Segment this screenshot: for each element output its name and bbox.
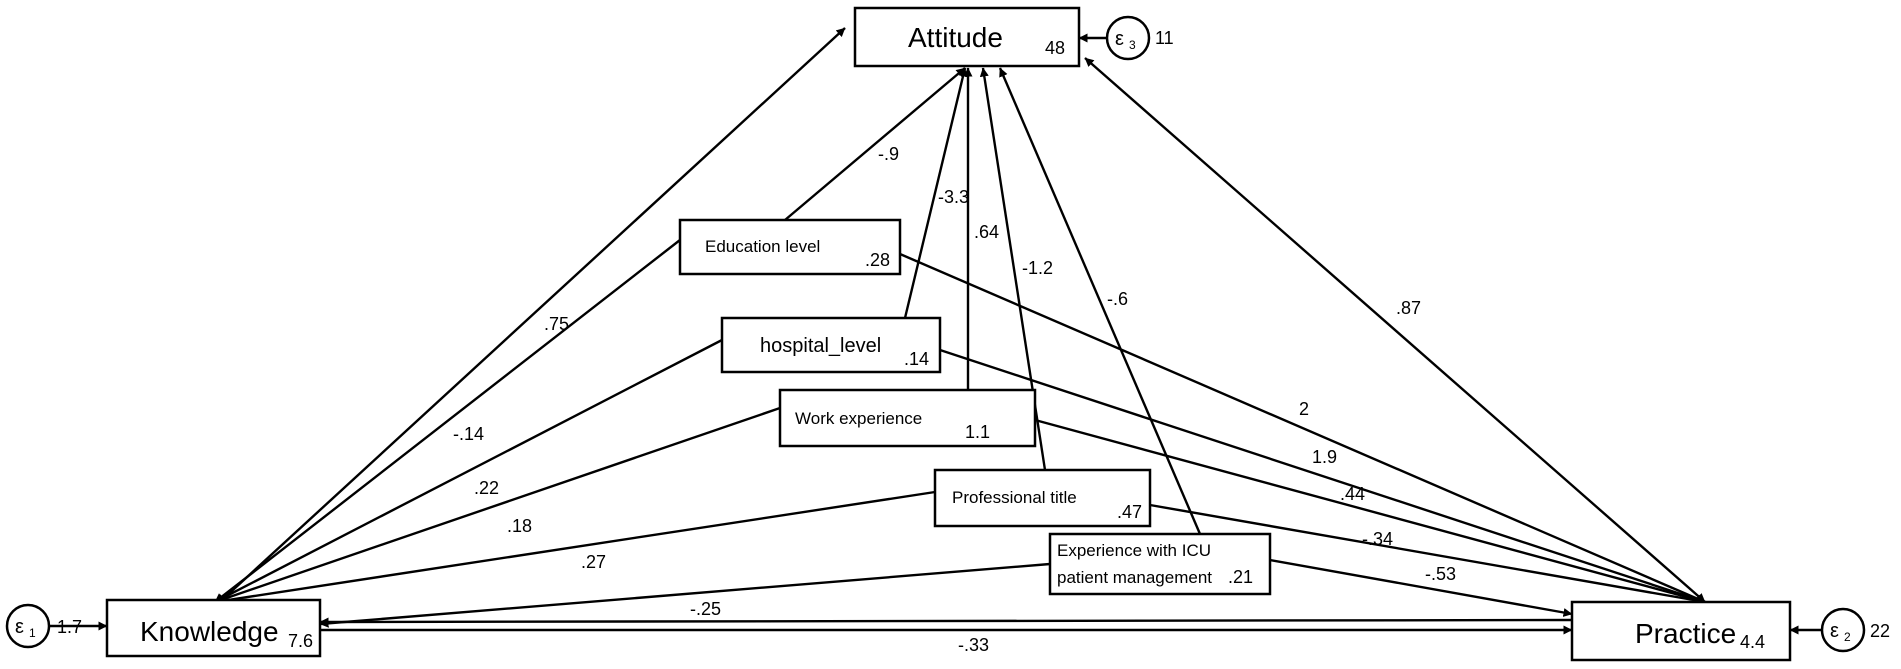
edge-title-knowledge xyxy=(214,490,936,606)
error-e1 xyxy=(5,603,51,649)
coef-title-practice: -.34 xyxy=(1362,529,1393,549)
error-e2 xyxy=(1820,607,1866,653)
edge-knowledge-attitude xyxy=(221,27,846,601)
edge-icu-practice xyxy=(1269,558,1573,617)
error-e3 xyxy=(1105,15,1151,61)
node-knowledge-value: 7.6 xyxy=(288,631,313,651)
edge-attitude-practice xyxy=(1084,57,1706,603)
node-education-value: .28 xyxy=(865,250,890,270)
node-title-value: .47 xyxy=(1117,502,1142,522)
error-e2-symbol: ε xyxy=(1830,620,1839,642)
coef-hospital-attitude: -3.3 xyxy=(938,187,969,207)
node-attitude-value: 48 xyxy=(1045,38,1065,58)
coef-knowledge-attitude: .75 xyxy=(544,314,569,334)
error-e3-variance: 11 xyxy=(1155,28,1174,48)
error-e2-variance: 22 xyxy=(1870,621,1890,641)
node-icu-label-line1: Experience with ICU xyxy=(1057,541,1211,560)
edge-icu-knowledge xyxy=(319,562,1051,628)
coef-education-practice: 2 xyxy=(1299,399,1309,419)
coef-attitude-practice: .87 xyxy=(1396,298,1421,318)
node-hospital-value: .14 xyxy=(904,349,929,369)
error-e1-symbol: ε xyxy=(15,616,24,638)
coef-practice-knowledge: -.25 xyxy=(690,599,721,619)
node-knowledge-label: Knowledge xyxy=(140,616,279,647)
coef-icu-practice: -.53 xyxy=(1425,564,1456,584)
node-work-label: Work experience xyxy=(795,409,922,428)
node-work-experience: Work experience 1.1 xyxy=(778,388,1037,448)
coef-icu-attitude: -.6 xyxy=(1107,289,1128,309)
error-e3-index: 3 xyxy=(1129,38,1136,52)
error-e1-index: 1 xyxy=(29,626,36,640)
edge-education-attitude xyxy=(784,67,966,221)
node-icu-label-line2: patient management xyxy=(1057,568,1212,587)
node-knowledge: Knowledge 7.6 xyxy=(105,598,322,658)
coef-title-knowledge: .18 xyxy=(507,516,532,536)
node-practice-value: 4.4 xyxy=(1740,632,1765,652)
coef-education-attitude: -.9 xyxy=(878,144,899,164)
coef-hospital-practice: 1.9 xyxy=(1312,447,1337,467)
coef-knowledge-practice: -.33 xyxy=(958,635,989,655)
node-work-value: 1.1 xyxy=(965,422,990,442)
edge-work-practice xyxy=(1034,418,1706,605)
edge-hospital-attitude xyxy=(903,67,968,319)
node-practice-label: Practice xyxy=(1635,618,1736,649)
edge-education-practice xyxy=(899,252,1706,604)
node-professional-title: Professional title .47 xyxy=(933,468,1152,528)
error-e3-symbol: ε xyxy=(1115,28,1124,50)
node-attitude-label: Attitude xyxy=(908,22,1003,53)
node-hospital-level: hospital_level .14 xyxy=(720,316,942,374)
node-icu-value: .21 xyxy=(1228,567,1253,587)
edge-hospital-practice xyxy=(939,348,1706,604)
edge-education-knowledge xyxy=(214,239,681,603)
node-education-level: Education level .28 xyxy=(678,218,902,276)
coef-icu-knowledge: .27 xyxy=(581,552,606,572)
edge-icu-attitude xyxy=(998,67,1202,535)
coef-work-knowledge: .22 xyxy=(474,478,499,498)
coef-work-practice: .44 xyxy=(1340,484,1365,504)
node-practice: Practice 4.4 xyxy=(1570,600,1792,662)
coef-hospital-knowledge: -.14 xyxy=(453,424,484,444)
node-education-label: Education level xyxy=(705,237,820,256)
edge-hospital-knowledge xyxy=(214,338,723,604)
node-hospital-label: hospital_level xyxy=(760,335,881,357)
edge-work-knowledge xyxy=(214,406,781,604)
edge-title-practice xyxy=(1149,503,1706,605)
node-attitude: Attitude 48 xyxy=(853,6,1081,68)
coef-work-attitude: .64 xyxy=(974,222,999,242)
error-e1-variance: 1.7 xyxy=(57,617,82,637)
node-icu-experience: Experience with ICU patient management .… xyxy=(1048,532,1272,596)
edge-practice-knowledge xyxy=(319,617,1573,627)
error-e2-index: 2 xyxy=(1844,630,1851,644)
node-title-label: Professional title xyxy=(952,488,1077,507)
coef-title-attitude: -1.2 xyxy=(1022,258,1053,278)
